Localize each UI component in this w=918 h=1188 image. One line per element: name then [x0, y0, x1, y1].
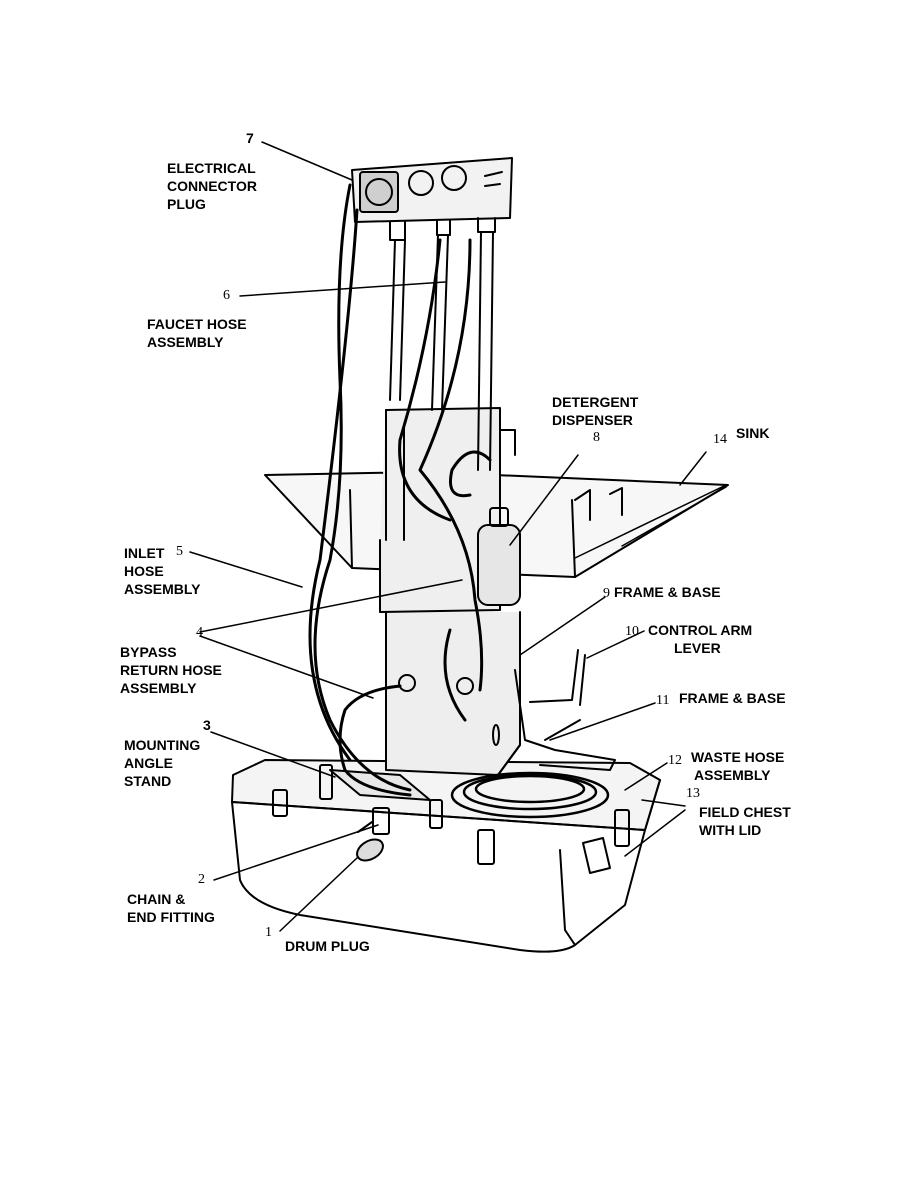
- callout-number-7: 7: [246, 130, 254, 146]
- callout-label-drum-plug: DRUM PLUG: [285, 938, 370, 954]
- callout-number-3: 3: [203, 717, 211, 733]
- callout-label-mounting-angle-stand: MOUNTING ANGLE STAND: [124, 737, 201, 789]
- callout-label-field-chest-with-lid: FIELD CHEST WITH LID: [699, 804, 791, 838]
- callout-label-chain-end-fitting: CHAIN & END FITTING: [127, 891, 215, 925]
- callout-label-control-arm-lever: CONTROL ARM LEVER: [648, 622, 753, 656]
- callout-number-13: 13: [686, 786, 700, 801]
- callout-number-1: 1: [265, 925, 272, 940]
- callout-number-8: 8: [593, 430, 600, 445]
- callout-number-6: 6: [223, 288, 230, 303]
- callout-number-5: 5: [176, 544, 183, 559]
- waste-hose-coil: [450, 771, 610, 819]
- callout-label-frame-base-lower: FRAME & BASE: [679, 690, 786, 706]
- callout-number-11: 11: [656, 693, 670, 708]
- callout-number-14: 14: [713, 432, 727, 447]
- frame-base: [514, 669, 616, 771]
- control-box: [351, 157, 513, 241]
- callout-label-frame-base-upper: FRAME & BASE: [614, 584, 721, 600]
- callout-number-2: 2: [198, 872, 205, 887]
- callout-label-detergent-dispenser: DETERGENT DISPENSER: [552, 394, 639, 428]
- callout-label-sink: SINK: [736, 425, 770, 441]
- control-arm-lever: [529, 649, 586, 706]
- callout-label-bypass-return-hose-assembly: BYPASS RETURN HOSE ASSEMBLY: [120, 644, 222, 696]
- leader-lines: [189, 141, 727, 932]
- callout-label-faucet-hose-assembly: FAUCET HOSE ASSEMBLY: [147, 316, 247, 350]
- callout-label-inlet-hose-assembly: INLET HOSE ASSEMBLY: [124, 545, 201, 597]
- callout-number-9: 9: [603, 586, 610, 601]
- callout-number-12: 12: [668, 753, 682, 768]
- mounting-stand: [329, 611, 521, 801]
- callout-number-4: 4: [196, 625, 203, 640]
- callout-number-10: 10: [625, 624, 639, 639]
- callout-label-electrical-connector-plug: ELECTRICAL CONNECTOR PLUG: [167, 160, 257, 212]
- callout-label-waste-hose-assembly: WASTE HOSE ASSEMBLY: [691, 749, 785, 783]
